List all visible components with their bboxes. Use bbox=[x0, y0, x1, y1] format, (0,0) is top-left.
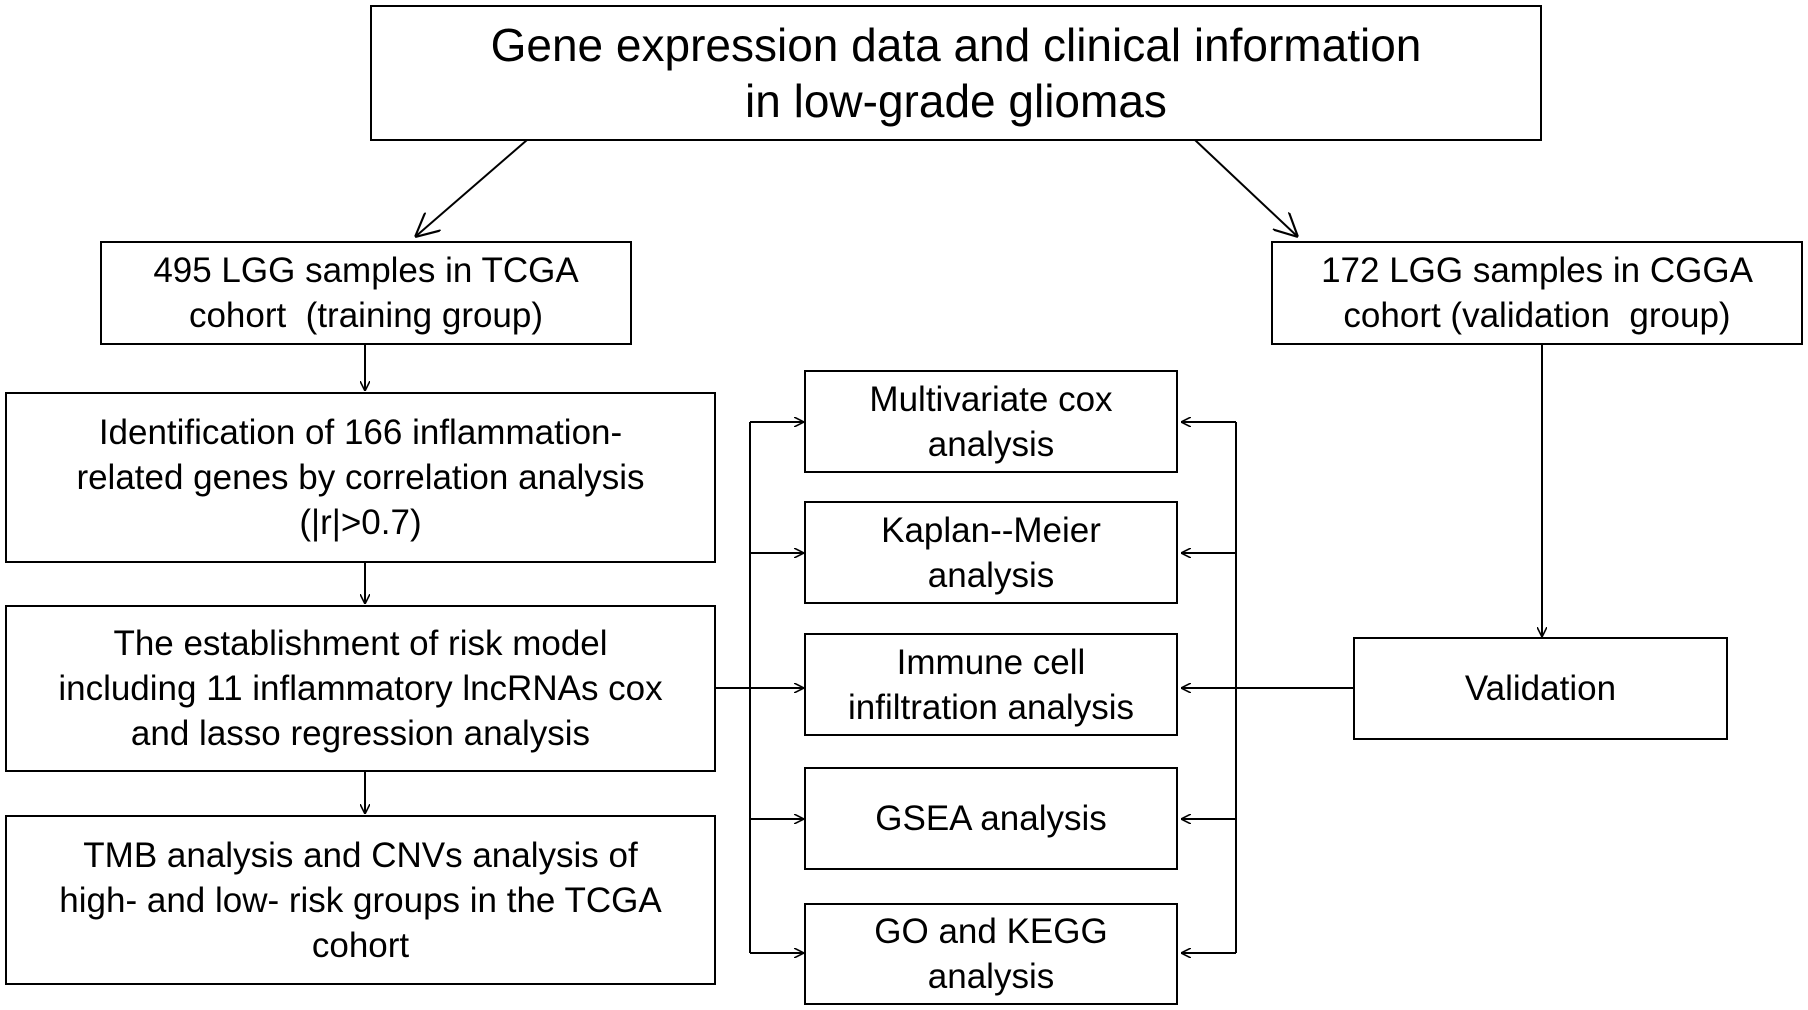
box-text-line: Identification of 166 inflammation- bbox=[98, 413, 623, 452]
box-text: TMB analysis and CNVs analysis of high- a… bbox=[59, 833, 661, 968]
box-text-line: analysis bbox=[927, 957, 1055, 996]
box-text-line: Immune cell bbox=[896, 642, 1086, 682]
box-text-line: 172 LGG samples in CGGA bbox=[1321, 251, 1753, 290]
arrow-top-to-tcga bbox=[415, 139, 528, 237]
box-text-line: Validation bbox=[1464, 669, 1617, 708]
box-cgga-validation-cohort: 172 LGG samples in CGGA cohort (validatio… bbox=[1271, 241, 1803, 345]
box-tcga-training-cohort: 495 LGG samples in TCGA cohort (training … bbox=[100, 241, 632, 345]
box-text-line: and lasso regression analysis bbox=[130, 714, 591, 753]
box-text: The establishment of risk model including… bbox=[58, 621, 662, 756]
box-text-line: analysis bbox=[927, 555, 1055, 595]
box-text: Immune cell infiltration analysis bbox=[848, 640, 1134, 730]
box-text-line: high- and low- risk groups in the TCGA bbox=[59, 880, 662, 920]
box-validation: Validation bbox=[1353, 637, 1728, 740]
box-text-line: including 11 inflammatory lncRNAs cox bbox=[58, 669, 663, 708]
box-text-line: cohort (training group) bbox=[188, 296, 544, 335]
box-text-line: TMB analysis and CNVs analysis of bbox=[83, 835, 638, 875]
box-text: Kaplan--Meier analysis bbox=[881, 508, 1101, 598]
box-go-kegg: GO and KEGG analysis bbox=[804, 903, 1178, 1005]
box-immune-infiltration: Immune cell infiltration analysis bbox=[804, 633, 1178, 736]
box-text-line: The establishment of risk model bbox=[113, 624, 608, 663]
box-text: Validation bbox=[1465, 666, 1616, 711]
box-text-line: cohort bbox=[311, 925, 410, 965]
box-text: 495 LGG samples in TCGA cohort (training … bbox=[153, 248, 578, 338]
box-text: GSEA analysis bbox=[875, 796, 1107, 841]
box-kaplan-meier: Kaplan--Meier analysis bbox=[804, 501, 1178, 604]
box-text-line: related genes by correlation analysis bbox=[76, 458, 645, 497]
box-risk-model: The establishment of risk model including… bbox=[5, 605, 716, 772]
box-tmb-cnv-analysis: TMB analysis and CNVs analysis of high- a… bbox=[5, 815, 716, 985]
box-text-line: (|r|>0.7) bbox=[299, 503, 422, 542]
box-text-line: infiltration analysis bbox=[848, 687, 1134, 727]
box-data-source: Gene expression data and clinical inform… bbox=[370, 5, 1542, 141]
box-gene-identification: Identification of 166 inflammation-relat… bbox=[5, 392, 716, 563]
box-text: 172 LGG samples in CGGA cohort (validatio… bbox=[1321, 248, 1753, 338]
box-text: Gene expression data and clinical inform… bbox=[491, 17, 1422, 129]
box-text-line: Multivariate cox bbox=[869, 379, 1113, 419]
arrow-top-to-cgga bbox=[1194, 139, 1298, 237]
box-text-line: cohort (validation group) bbox=[1343, 296, 1731, 335]
box-text: Multivariate cox analysis bbox=[869, 377, 1112, 467]
box-text-line: analysis bbox=[927, 424, 1055, 464]
box-text-line: GO and KEGG bbox=[874, 912, 1108, 951]
box-text-line: Kaplan--Meier bbox=[881, 510, 1101, 550]
box-text-line: GSEA analysis bbox=[875, 799, 1107, 838]
box-text: Identification of 166 inflammation-relat… bbox=[76, 410, 644, 545]
box-text: GO and KEGG analysis bbox=[874, 909, 1107, 999]
box-text-line: 495 LGG samples in TCGA bbox=[153, 251, 579, 290]
box-multivariate-cox: Multivariate cox analysis bbox=[804, 370, 1178, 473]
box-text-line: Gene expression data and clinical inform… bbox=[490, 19, 1422, 71]
box-text-line: in low-grade gliomas bbox=[745, 75, 1167, 127]
box-gsea: GSEA analysis bbox=[804, 767, 1178, 870]
